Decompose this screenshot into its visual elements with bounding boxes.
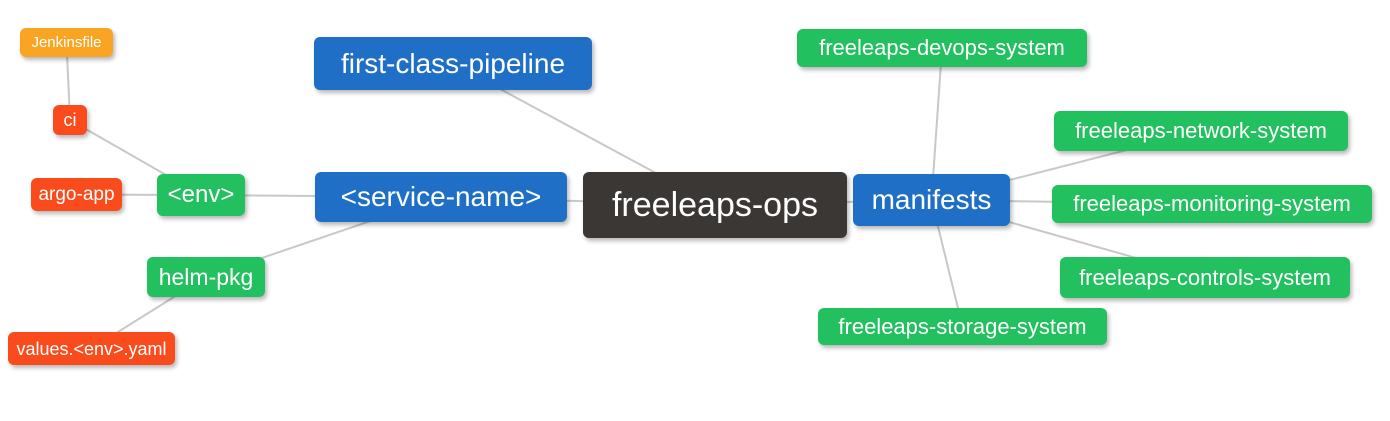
node-helm-pkg[interactable]: helm-pkg [147,257,265,297]
node-values-env-yaml[interactable]: values.<env>.yaml [8,332,175,365]
node-argo-app[interactable]: argo-app [31,178,122,211]
node-freeleaps-storage-system[interactable]: freeleaps-storage-system [818,308,1107,345]
node-freeleaps-network-system[interactable]: freeleaps-network-system [1054,111,1348,151]
node-freeleaps-devops-system[interactable]: freeleaps-devops-system [797,29,1087,67]
node-service-name[interactable]: <service-name> [315,172,567,222]
node-jenkinsfile[interactable]: Jenkinsfile [20,28,113,57]
node-manifests[interactable]: manifests [853,174,1010,226]
node-freeleaps-ops[interactable]: freeleaps-ops [583,172,847,238]
node-freeleaps-monitoring-system[interactable]: freeleaps-monitoring-system [1052,185,1372,223]
node-env[interactable]: <env> [157,174,245,216]
node-freeleaps-controls-system[interactable]: freeleaps-controls-system [1060,257,1350,298]
node-ci[interactable]: ci [53,105,87,135]
node-first-class-pipeline[interactable]: first-class-pipeline [314,37,592,90]
